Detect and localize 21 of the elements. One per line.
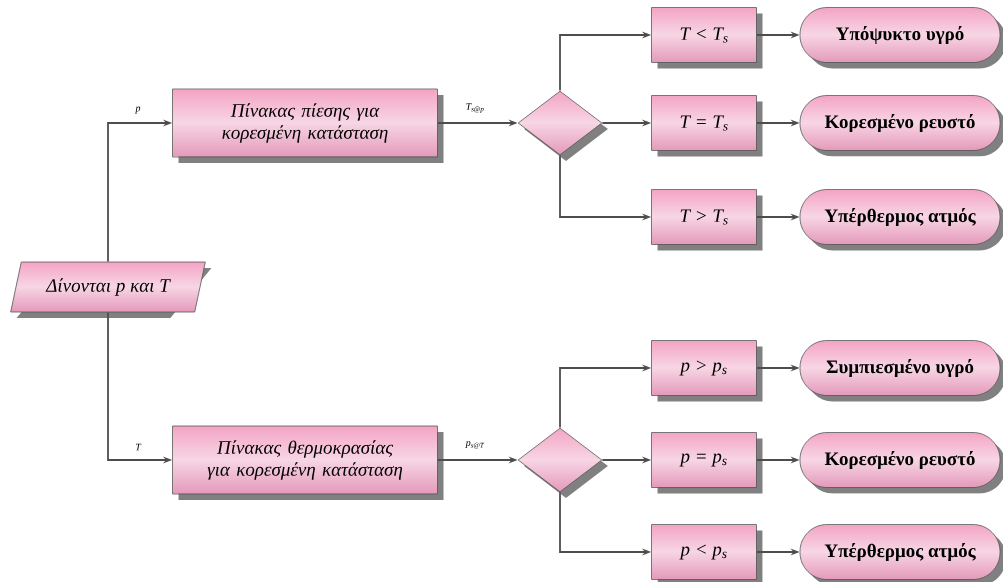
result-terminal: Κορεσμένο ρευστό bbox=[799, 432, 1003, 494]
parallelogram: Δίνονται p και T bbox=[10, 261, 212, 318]
edge-label: p bbox=[134, 105, 142, 115]
table-box: Πίνακας πίεσης για κορεσμένη κατάσταση bbox=[172, 88, 444, 163]
table-box: Πίνακας θερμοκρασίας για κορεσμένη κατάσταση bbox=[172, 425, 444, 500]
decision-diamond bbox=[517, 427, 608, 498]
condition-box: p > p$_{s}$ bbox=[651, 340, 763, 402]
condition-box: T < T$_{s}$ bbox=[651, 7, 763, 69]
edge-label: p$_{s@T}$ bbox=[464, 440, 486, 450]
result-terminal: Υπόψυκτο υγρό bbox=[799, 7, 1003, 69]
edge-label: T bbox=[134, 442, 142, 452]
condition-box: p < p$_{s}$ bbox=[651, 524, 763, 582]
condition-box: T = T$_{s}$ bbox=[651, 95, 763, 157]
result-terminal: Συμπιεσμένο υγρό bbox=[799, 340, 1003, 402]
condition-box: T > T$_{s}$ bbox=[651, 189, 763, 251]
result-terminal: Κορεσμένο ρευστό bbox=[799, 95, 1003, 157]
result-terminal: Υπέρθερμος ατμός bbox=[799, 189, 1003, 251]
decision-diamond bbox=[517, 90, 608, 161]
edge-label: T$_{s@p}$ bbox=[464, 102, 486, 114]
result-terminal: Υπέρθερμος ατμός bbox=[799, 524, 1003, 582]
condition-box: p = p$_{s}$ bbox=[651, 432, 763, 494]
